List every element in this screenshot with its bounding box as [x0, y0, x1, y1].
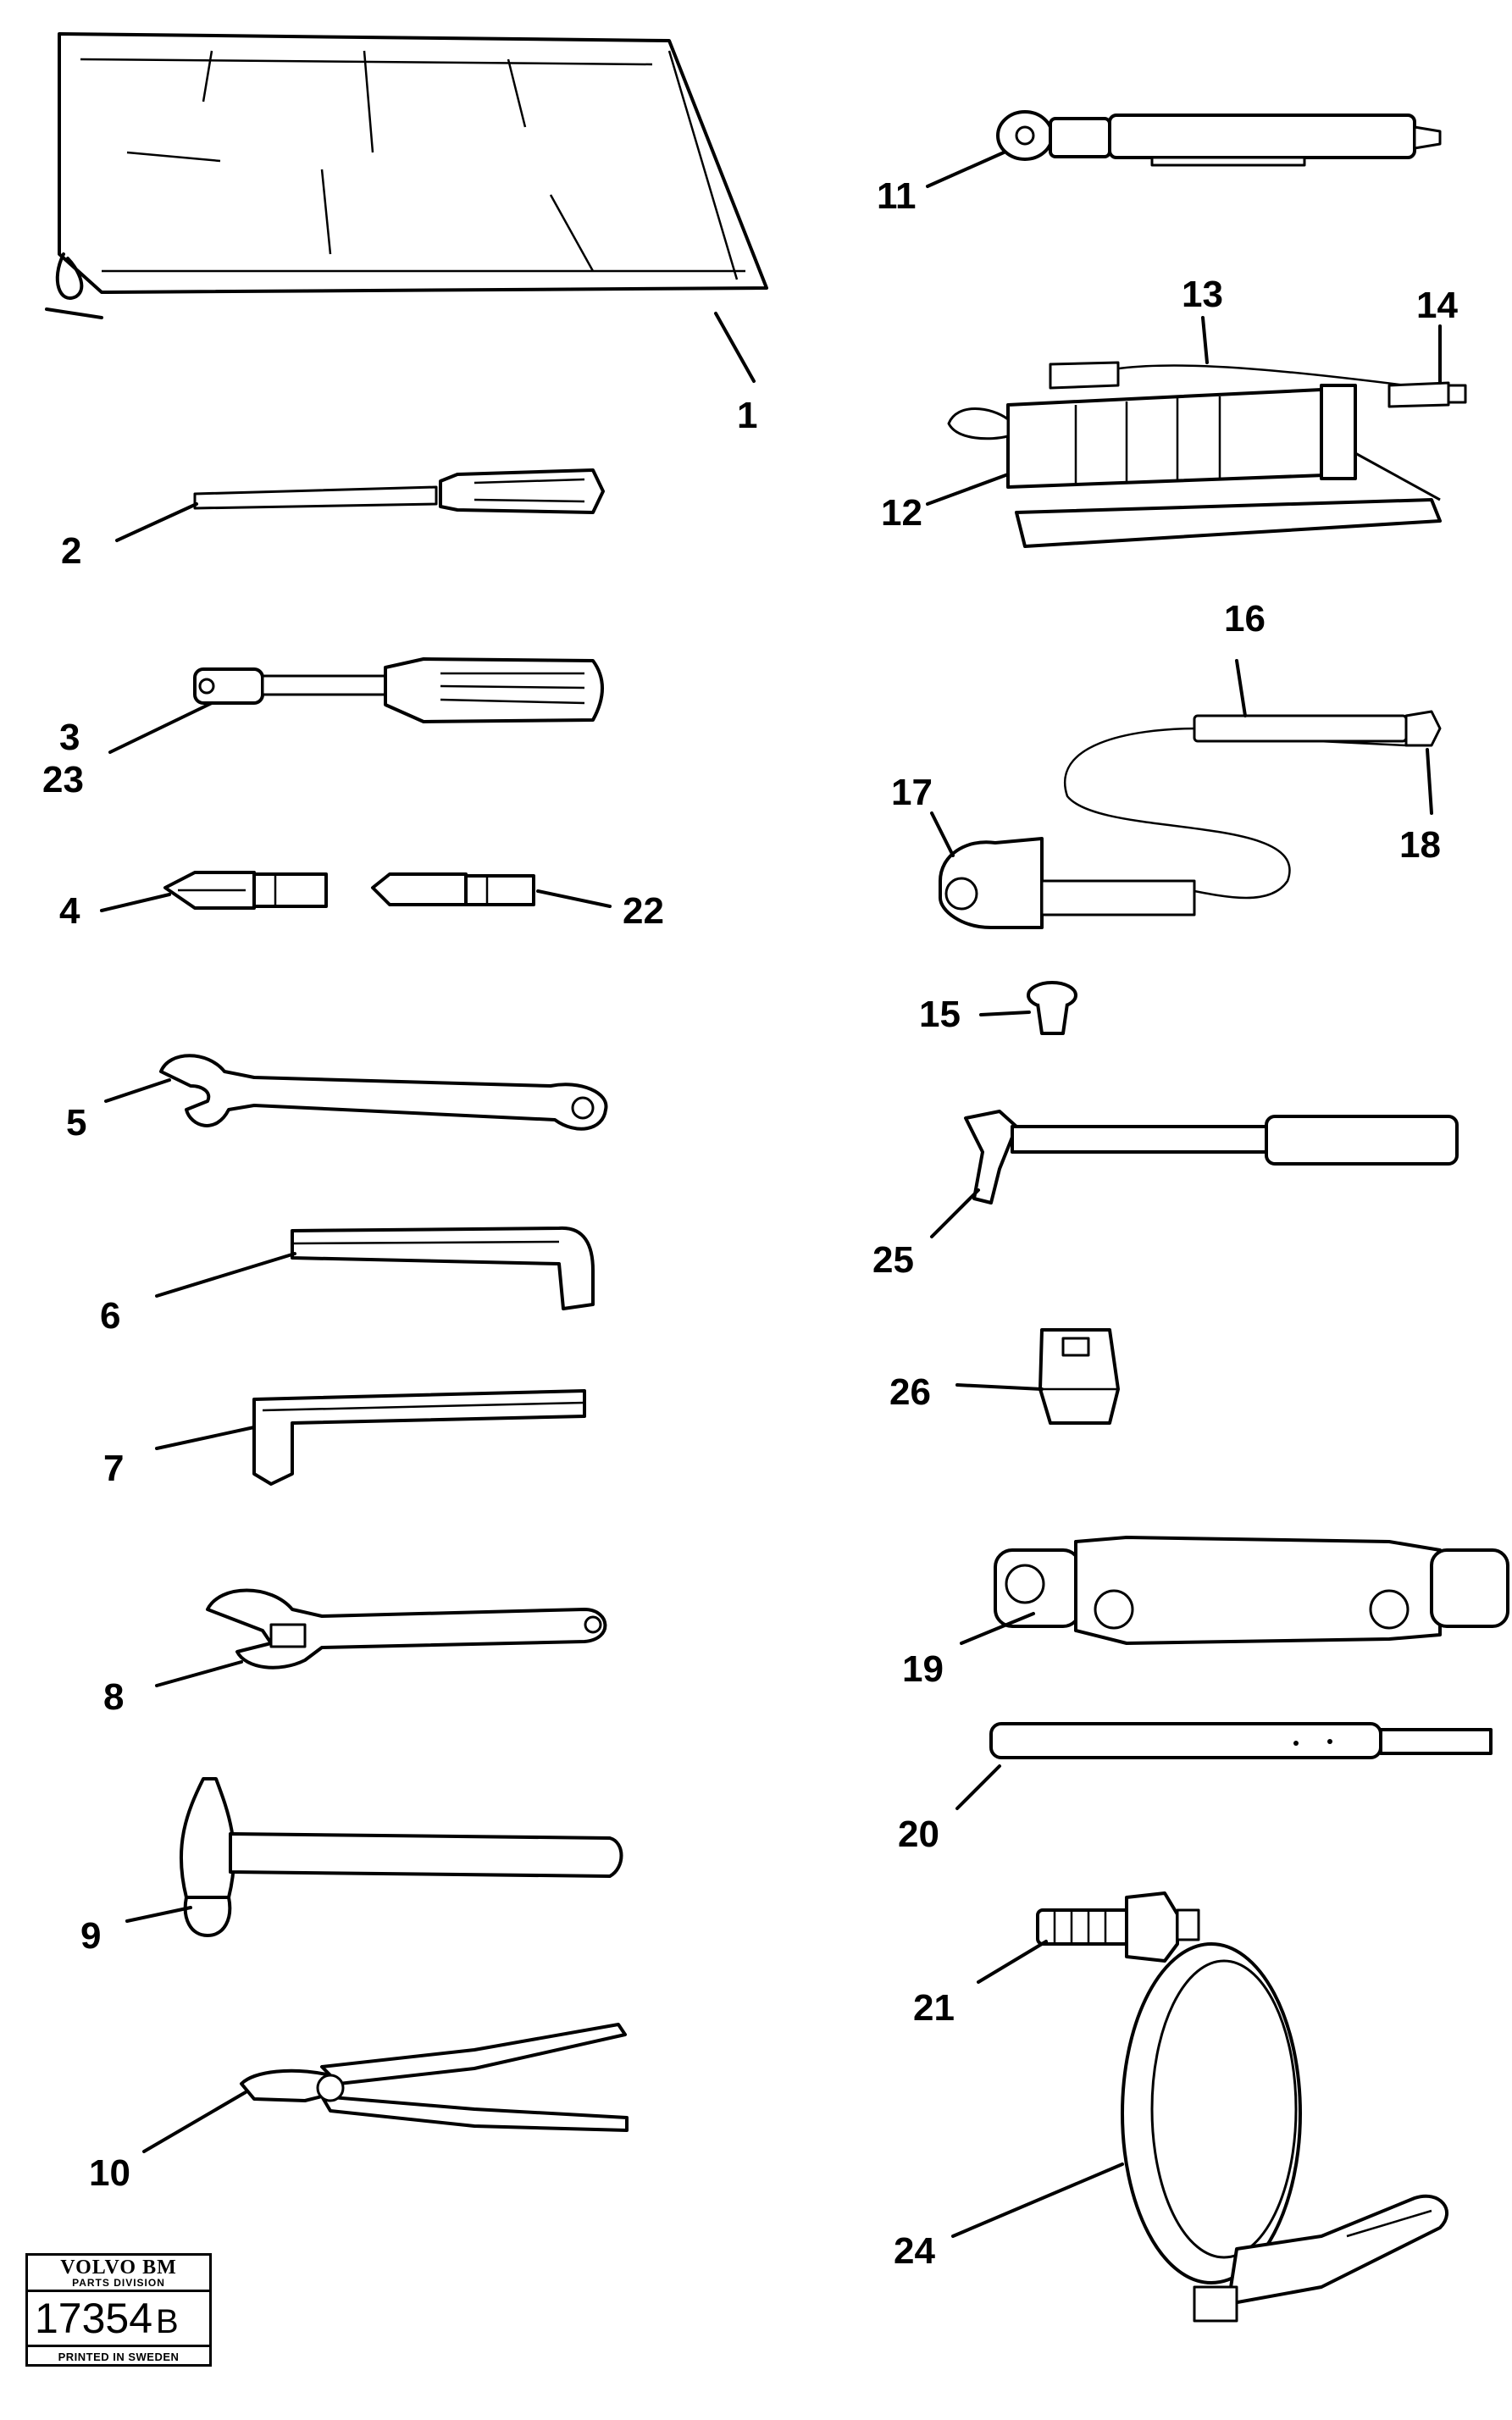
hex-key-small: [155, 1389, 586, 1486]
adjustable-wrench: [155, 1588, 607, 1687]
label-25: 25: [872, 1239, 914, 1281]
label-1: 1: [737, 395, 757, 436]
label-8: 8: [103, 1676, 124, 1718]
label-15: 15: [919, 994, 961, 1035]
label-18: 18: [1399, 824, 1441, 866]
label-14: 14: [1416, 285, 1458, 326]
label-12: 12: [881, 492, 922, 534]
label-17: 17: [891, 772, 933, 813]
combination-wrench: [104, 1054, 608, 1131]
stamp-brand: VOLVO BM: [60, 2257, 177, 2279]
filter-wrench: [951, 1942, 1449, 2323]
stamp-footer: PRINTED IN SWEDEN: [58, 2351, 180, 2363]
stamp-number: 17354: [35, 2295, 153, 2342]
label-6: 6: [100, 1295, 120, 1337]
label-13: 13: [1182, 274, 1223, 315]
label-24: 24: [894, 2230, 935, 2272]
label-19: 19: [902, 1648, 944, 1690]
label-16: 16: [1224, 598, 1266, 640]
grease-gun: [926, 316, 1467, 548]
label-26: 26: [889, 1371, 931, 1413]
cross-tip-bit: [100, 871, 328, 912]
tyre-pressure-gauge: [926, 110, 1442, 188]
valve-cap: [979, 981, 1077, 1035]
label-2: 2: [61, 530, 81, 572]
flat-tip-bit: [371, 872, 612, 908]
label-20: 20: [898, 1814, 939, 1855]
label-21: 21: [913, 1987, 955, 2029]
extension-bar: [955, 1722, 1493, 1810]
ball-pein-hammer: [125, 1777, 623, 1937]
label-9: 9: [80, 1915, 101, 1957]
label-4: 4: [59, 890, 80, 932]
stamp-division: PARTS DIVISION: [72, 2277, 165, 2289]
label-5: 5: [66, 1102, 86, 1144]
socket-screwdriver: [108, 657, 604, 754]
stamp-suffix: B: [156, 2303, 179, 2340]
hex-key-large: [155, 1226, 595, 1310]
label-11: 11: [877, 175, 917, 217]
tool-bag: [45, 32, 768, 383]
box-spanner: [960, 1536, 1509, 1645]
tommy-bar: [930, 1110, 1459, 1238]
tyre-inflation-hose: [930, 659, 1442, 929]
label-3: 3: [59, 717, 80, 758]
screwdriver: [115, 468, 605, 542]
label-10: 10: [89, 2152, 130, 2194]
socket: [955, 1328, 1120, 1425]
label-22: 22: [623, 890, 664, 932]
bolt-with-nut: [977, 1891, 1200, 1984]
label-7: 7: [103, 1448, 124, 1489]
label-23: 23: [42, 759, 84, 800]
pliers: [142, 2023, 629, 2153]
stamp-header: VOLVO BM PARTS DIVISION: [28, 2256, 209, 2292]
